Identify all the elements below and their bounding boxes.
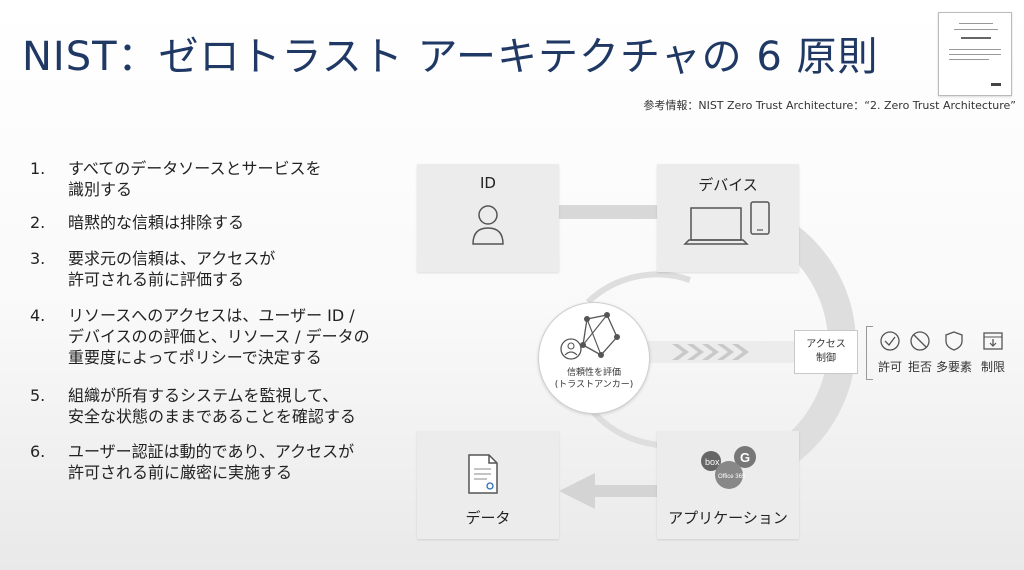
principle-text: 要求元の信頼は、アクセスが 許可される前に評価する	[68, 249, 276, 289]
data-label: データ	[465, 509, 511, 527]
trust-anchor-label: 信頼性を評価 (トラストアンカー)	[554, 368, 634, 390]
principle-number: 6.	[30, 442, 46, 461]
principle-text: リソースへのアクセスは、ユーザー ID / デバイスのの評価と、リソース / デ…	[68, 306, 370, 367]
principle-item: 4. リソースへのアクセスは、ユーザー ID / デバイスのの評価と、リソース …	[30, 305, 400, 368]
principle-item: 3. 要求元の信頼は、アクセスが 許可される前に評価する	[30, 248, 400, 290]
principle-item: 5. 組織が所有するシステムを監視して、 安全な状態のままであることを確認する	[30, 385, 400, 427]
principle-text: 組織が所有するシステムを監視して、 安全な状態のままであることを確認する	[68, 386, 356, 426]
outcome-label: 拒否	[907, 360, 932, 374]
slide-title: NIST：ゼロトラスト アーキテクチャの 6 原則	[22, 34, 879, 80]
outcome-deny: 拒否	[897, 330, 943, 375]
principle-number: 1.	[30, 159, 46, 178]
reference-note: 参考情報：NIST Zero Trust Architecture：“2. Ze…	[643, 99, 1016, 112]
principle-item: 1. すべてのデータソースとサービスを 識別する	[30, 158, 400, 200]
network-person-icon	[560, 312, 620, 360]
principle-number: 5.	[30, 386, 46, 405]
svg-text:box: box	[705, 457, 720, 467]
access-band	[648, 341, 794, 363]
principle-item: 6. ユーザー認証は動的であり、アクセスが 許可される前に厳密に実施する	[30, 441, 400, 483]
shield-icon	[945, 331, 963, 351]
limit-window-icon	[983, 332, 1003, 350]
document-thumbnail	[938, 12, 1012, 96]
trust-anchor: 信頼性を評価 (トラストアンカー)	[538, 302, 650, 414]
document-icon	[468, 454, 498, 494]
application-node: box G Office 365 アプリケーション	[657, 431, 799, 539]
deny-icon	[910, 331, 930, 351]
outcome-label: 許可	[877, 360, 902, 374]
app-to-data-arrow	[559, 473, 657, 509]
principle-text: 暗黙的な信頼は排除する	[68, 213, 245, 232]
device-label: デバイス	[698, 176, 758, 194]
data-node: データ	[417, 431, 559, 539]
access-control-box: アクセス 制御	[794, 330, 858, 374]
outcome-bracket	[866, 326, 873, 380]
outcome-limit: 制限	[970, 330, 1016, 375]
outcome-label: 制限	[980, 360, 1005, 374]
check-circle-icon	[880, 331, 900, 351]
id-node: ID	[417, 164, 559, 272]
principle-text: すべてのデータソースとサービスを 識別する	[68, 159, 322, 199]
id-label: ID	[480, 174, 496, 192]
zero-trust-diagram: ID デバイス データ box G	[400, 140, 1024, 570]
principle-number: 2.	[30, 213, 46, 232]
outcome-mfa: 多要素	[931, 330, 977, 375]
chevron-arrows	[672, 344, 749, 360]
outcome-allow: 許可	[867, 330, 913, 375]
principle-item: 2. 暗黙的な信頼は排除する	[30, 212, 400, 233]
svg-text:G: G	[740, 450, 750, 465]
application-label: アプリケーション	[668, 509, 788, 527]
id-device-connector	[558, 205, 660, 219]
device-node: デバイス	[657, 164, 799, 272]
principle-text: ユーザー認証は動的であり、アクセスが 許可される前に厳密に実施する	[68, 442, 355, 482]
person-icon	[472, 205, 504, 245]
principles-list: 1. すべてのデータソースとサービスを 識別する 2. 暗黙的な信頼は排除する …	[30, 158, 400, 483]
laptop-phone-icon	[683, 201, 770, 245]
app-logos-icon: box G Office 365	[701, 446, 756, 489]
principle-number: 3.	[30, 249, 46, 268]
office-badge: Office 365	[718, 474, 746, 480]
principle-number: 4.	[30, 306, 46, 325]
outcome-label: 多要素	[935, 360, 972, 374]
anchor-to-device-arc	[585, 271, 691, 305]
